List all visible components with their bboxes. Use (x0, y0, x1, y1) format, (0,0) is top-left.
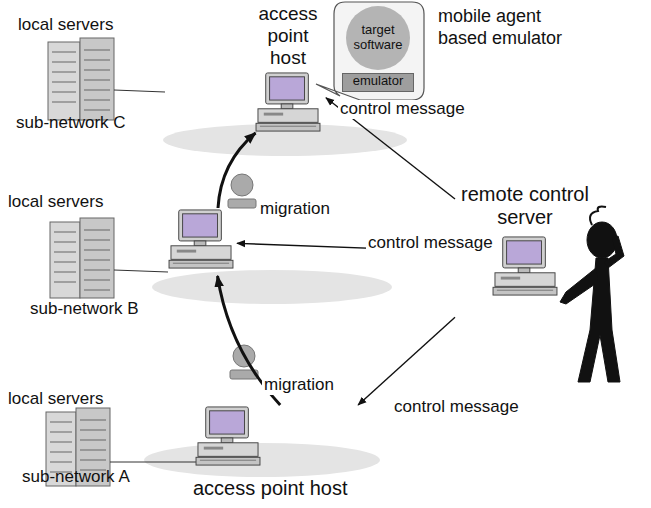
server-rack (48, 38, 165, 120)
computer-icon (166, 208, 236, 270)
subnet-label: sub-network B (30, 300, 139, 319)
node-label: access point host (250, 3, 326, 69)
subnet-label: sub-network C (16, 114, 126, 133)
control-server: remote control server (455, 183, 595, 325)
node-label: target software (351, 23, 405, 53)
access-point-host: access point host (193, 405, 415, 503)
migration-arrow (218, 133, 256, 208)
subnet-ground (152, 270, 392, 304)
subnet-label: sub-network A (22, 468, 130, 487)
server-label: local servers (18, 16, 113, 35)
access-point-host (165, 208, 237, 276)
subnet-ground (144, 443, 380, 477)
mobile-agent-icon (228, 174, 258, 379)
operator-figure (560, 207, 624, 383)
server-label: local servers (8, 390, 103, 409)
node-label: emulator (343, 74, 413, 89)
edge-label: control message (392, 398, 521, 417)
computer-icon (490, 235, 560, 297)
node-label: access point host (193, 477, 348, 500)
edge-label: control message (338, 100, 467, 119)
target-software-circle: target software (345, 5, 411, 71)
edge-label: control message (366, 234, 495, 253)
emulator-callout: mobile agent based emulator target softwa… (330, 2, 580, 102)
server-rack (50, 218, 168, 298)
edge-label: migration (262, 376, 336, 395)
emulator-box: emulator (342, 73, 414, 92)
edge-label: migration (258, 200, 332, 219)
computer-icon (193, 405, 263, 467)
computer-icon (253, 71, 323, 133)
node-label: remote control server (455, 183, 595, 229)
callout-bubble (316, 2, 424, 100)
server-label: local servers (8, 193, 103, 212)
access-point-host: access point host (250, 3, 326, 133)
control-arrow (358, 317, 455, 405)
node-label: mobile agent based emulator (438, 6, 576, 49)
